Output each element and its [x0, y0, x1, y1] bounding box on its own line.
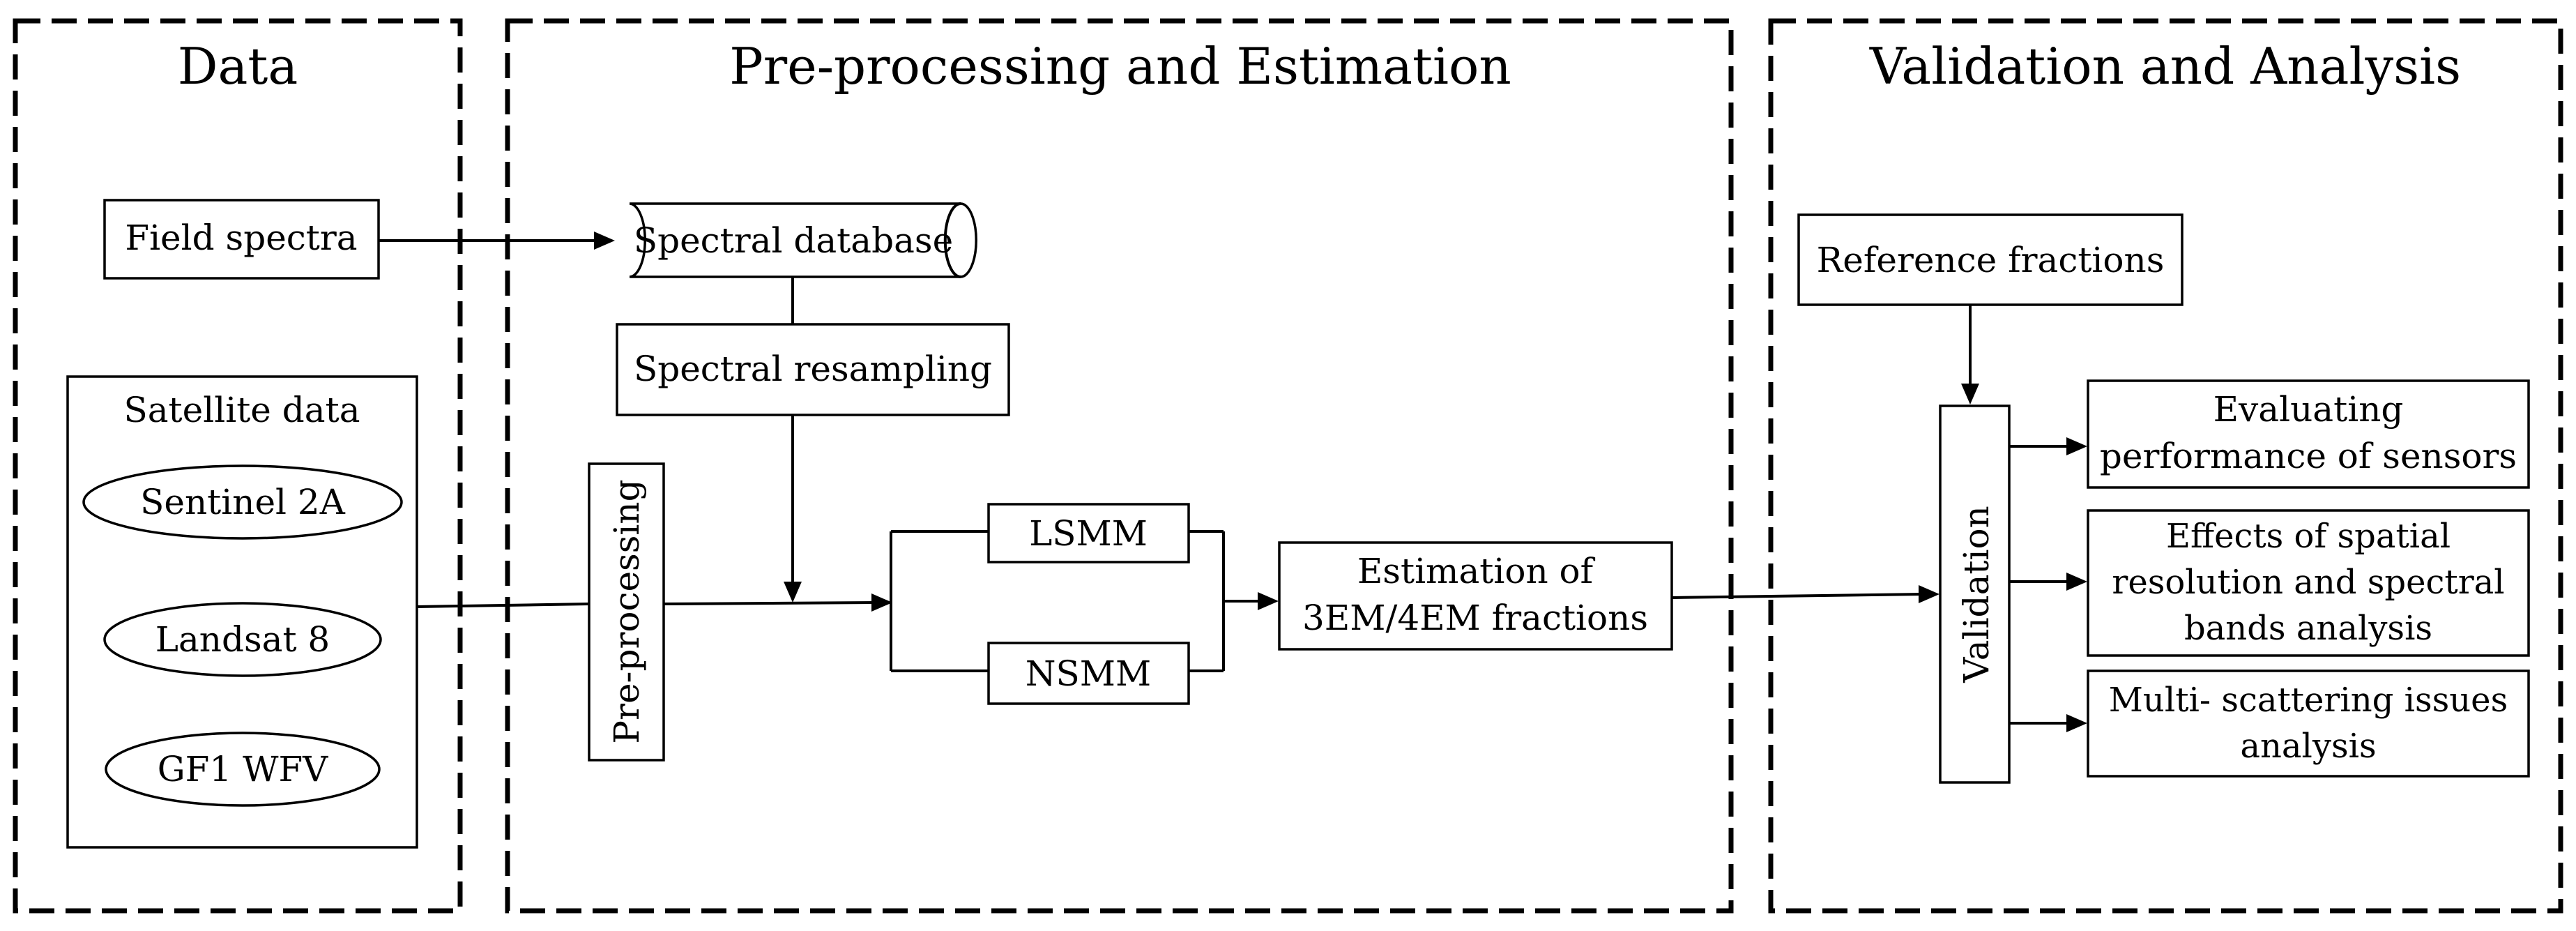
spectral-resampling-node: Spectral resampling	[616, 323, 1010, 416]
preprocessing-section-title: Pre-processing and Estimation	[729, 37, 1511, 96]
lsmm-node: LSMM	[987, 503, 1190, 563]
validation-panel	[1768, 18, 2563, 914]
satellite-data-label: Satellite data	[123, 390, 360, 430]
validation-label: Validation	[1956, 506, 1997, 683]
landsat-label: Landsat 8	[155, 619, 330, 660]
estimation-node: Estimation of 3EM/4EM fractions	[1278, 541, 1673, 651]
pre-processing-node: Pre-processing	[588, 462, 665, 762]
field-spectra-label: Field spectra	[125, 218, 357, 258]
preprocessing-panel	[505, 18, 1734, 914]
spectral-database-node: Spectral database	[629, 202, 977, 278]
data-panel	[13, 18, 463, 914]
nsmm-node: NSMM	[987, 642, 1190, 705]
estimation-label-line2: 3EM/4EM fractions	[1302, 598, 1648, 638]
multi-scattering-node: Multi- scattering issues analysis	[2087, 669, 2530, 778]
validation-section-title: Validation and Analysis	[1869, 37, 2461, 96]
spectral-database-label: Spectral database	[634, 220, 953, 261]
connectors	[379, 232, 2087, 732]
gf1-label: GF1 WFV	[158, 749, 328, 789]
effects-node: Effects of spatial resolution and spectr…	[2087, 509, 2530, 657]
effects-label-line2: resolution and spectral	[2112, 563, 2504, 602]
landsat-ellipse	[103, 602, 382, 677]
reference-fractions-node: Reference fractions	[1797, 213, 2183, 306]
data-section-title: Data	[178, 37, 298, 96]
spectral-resampling-label: Spectral resampling	[634, 349, 992, 389]
pre-processing-label: Pre-processing	[607, 479, 647, 743]
multi-scattering-label-line2: analysis	[2240, 727, 2376, 766]
evaluating-node: Evaluating performance of sensors	[2087, 379, 2530, 489]
field-spectra-node: Field spectra	[103, 199, 380, 280]
estimation-label-line1: Estimation of	[1357, 551, 1596, 591]
multi-scattering-label-line1: Multi- scattering issues	[2109, 681, 2508, 720]
effects-label-line1: Effects of spatial	[2166, 517, 2451, 556]
sentinel-ellipse	[82, 464, 403, 540]
sentinel-label: Sentinel 2A	[140, 482, 346, 522]
reference-fractions-label: Reference fractions	[1817, 240, 2165, 280]
nsmm-label: NSMM	[1026, 653, 1151, 694]
lsmm-label: LSMM	[1029, 513, 1148, 554]
gf1-ellipse	[105, 732, 381, 807]
validation-node: Validation	[1939, 404, 2011, 784]
evaluating-label-line1: Evaluating	[2213, 389, 2404, 430]
satellite-data-node: Satellite data Sentinel 2A Landsat 8 GF1…	[66, 375, 418, 849]
effects-label-line3: bands analysis	[2184, 609, 2432, 648]
evaluating-label-line2: performance of sensors	[2100, 436, 2517, 476]
